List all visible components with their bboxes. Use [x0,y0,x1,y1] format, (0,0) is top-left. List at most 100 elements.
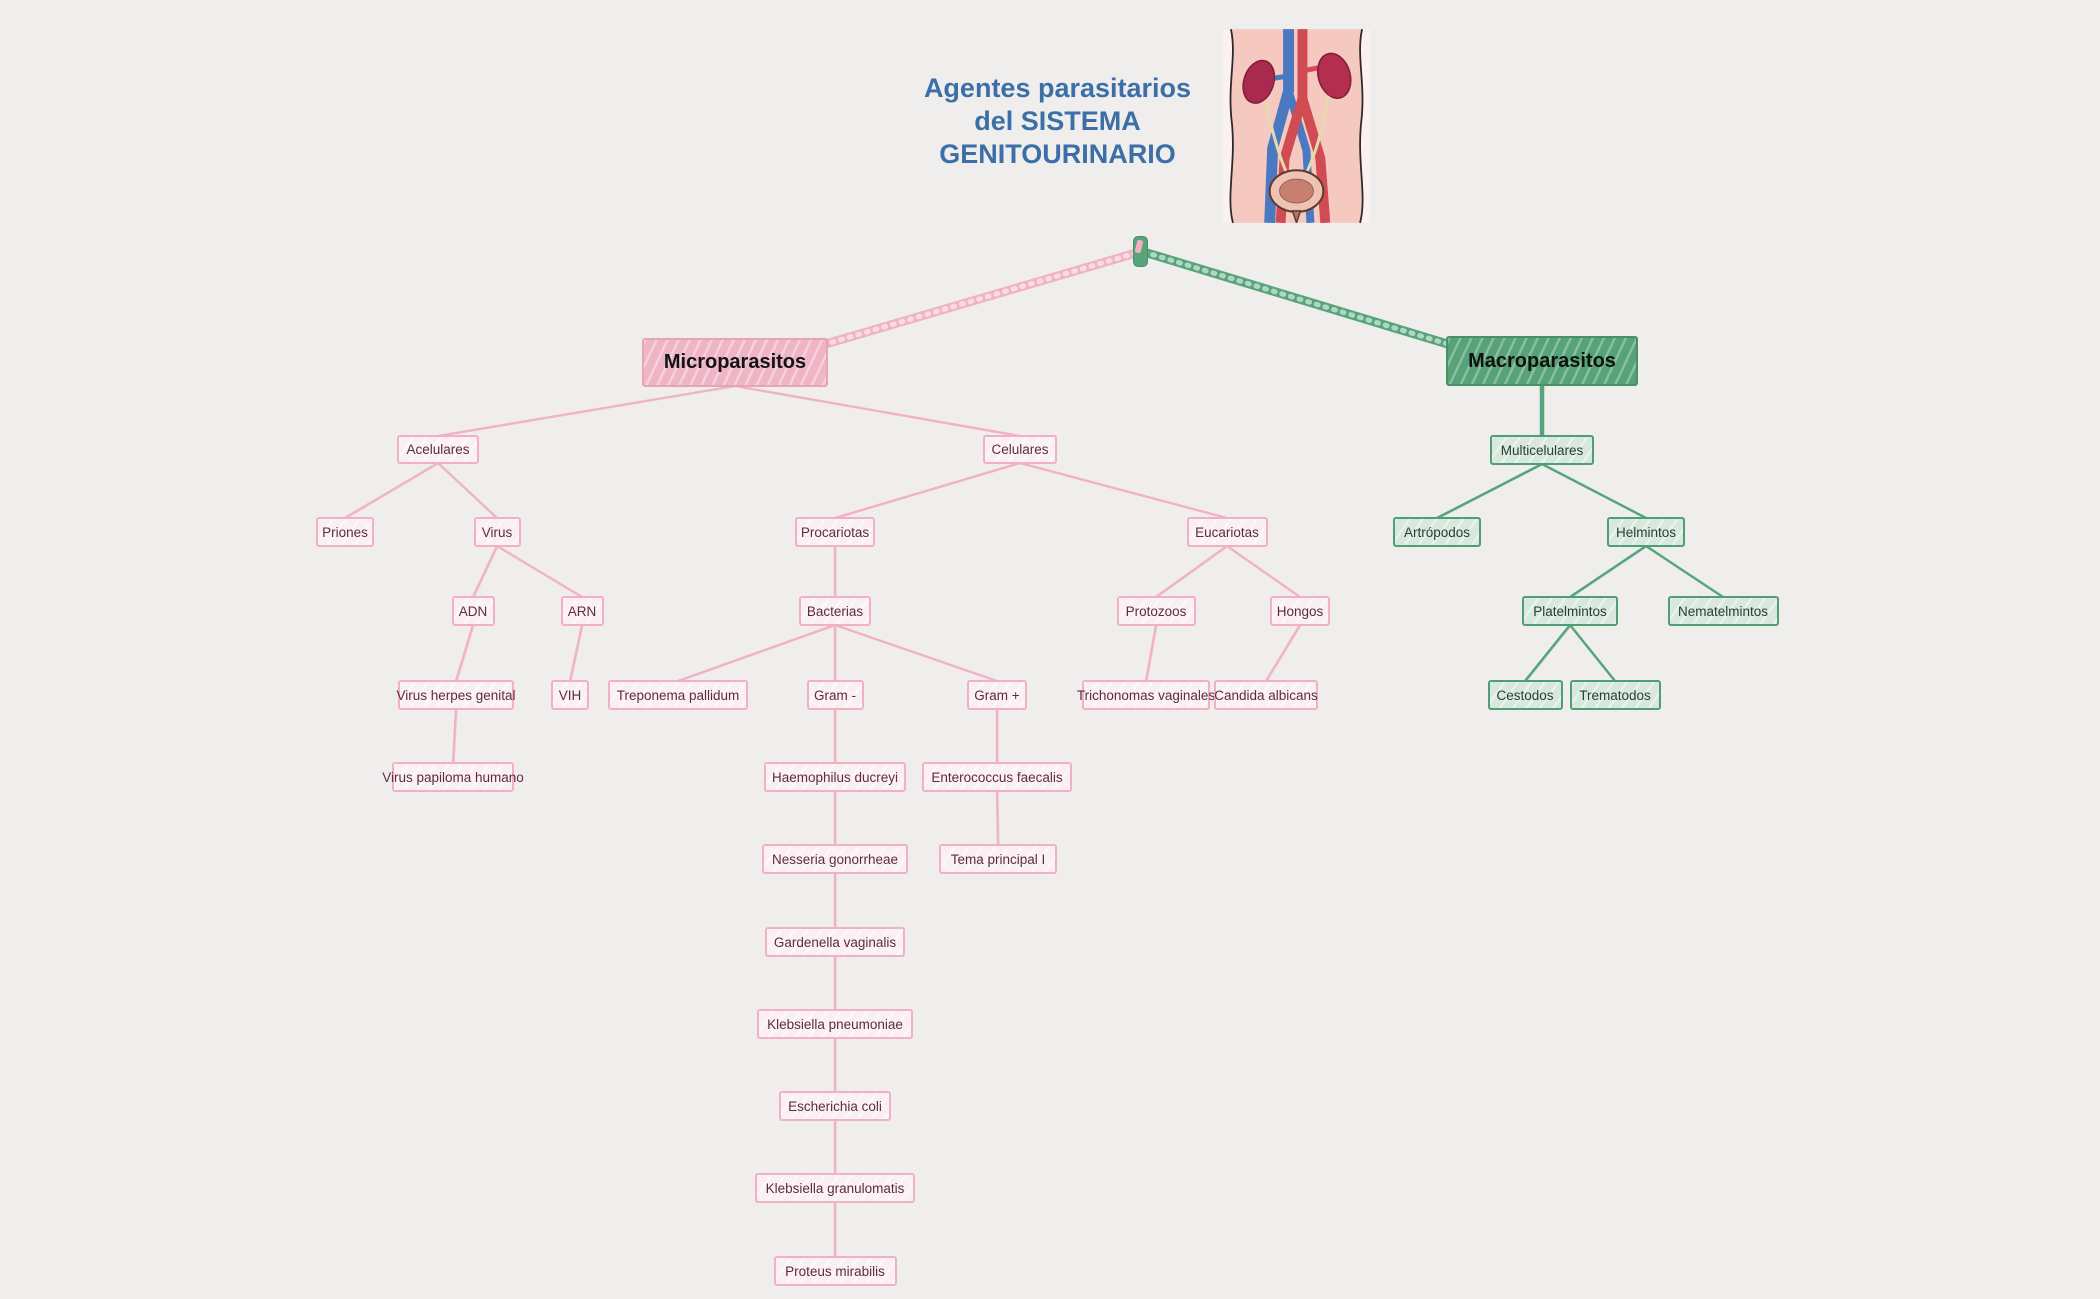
node-label: ADN [458,603,488,619]
node-multicelulares[interactable]: Multicelulares [1490,435,1594,465]
node-helmintos[interactable]: Helmintos [1607,517,1685,547]
edge-eucariotas-hongos [1225,544,1302,599]
edge-klebsiella-granulomatis-proteus-mirabilis [833,1200,837,1259]
node-enterococcus-faecalis[interactable]: Enterococcus faecalis [922,762,1072,792]
node-label: Tema principal I [950,851,1046,867]
node-label: Klebsiella pneumoniae [767,1016,903,1032]
node-haemophilus-ducreyi[interactable]: Haemophilus ducreyi [764,762,906,792]
node-platelmintos[interactable]: Platelmintos [1522,596,1618,626]
edge-multicelulares-artropodos [1435,462,1544,520]
map-title[interactable]: Agentes parasitarios del SISTEMA GENITOU… [923,73,1192,169]
node-acelulares[interactable]: Acelulares [397,435,479,464]
edge-haemophilus-ducreyi-nesseria-gonorrheae [833,789,837,847]
node-label: Gram + [974,687,1020,703]
node-klebsiella-pneumoniae[interactable]: Klebsiella pneumoniae [757,1009,913,1039]
node-procariotas[interactable]: Procariotas [795,517,875,547]
node-label: Macroparasitos [1468,349,1616,372]
node-virus-papiloma-humano[interactable]: Virus papiloma humano [382,762,524,792]
node-cestodos[interactable]: Cestodos [1487,680,1563,710]
root-connector-node[interactable] [1132,236,1148,267]
node-label: Microparasitos [663,351,807,373]
node-label: Enterococcus faecalis [931,769,1063,785]
node-gram-neg[interactable]: Gram - [806,680,864,710]
node-artropodos[interactable]: Artrópodos [1393,517,1481,547]
edge-nesseria-gonorrheae-gardenella-vaginalis [833,871,837,930]
edge-celulares-procariotas [833,461,1022,520]
node-label: Proteus mirabilis [785,1263,885,1279]
node-escherichia-coli[interactable]: Escherichia coli [779,1091,891,1121]
node-gram-pos[interactable]: Gram + [967,680,1027,710]
edge-procariotas-bacterias [833,544,837,599]
node-bacterias[interactable]: Bacterias [799,596,871,626]
node-gardenella-vaginalis[interactable]: Gardenella vaginalis [765,927,905,957]
node-tema-principal-i[interactable]: Tema principal I [939,844,1057,874]
node-nesseria-gonorrheae[interactable]: Nesseria gonorrheae [762,844,908,874]
node-label: Protozoos [1125,603,1187,619]
edge-protozoos-trichonomas-vaginales [1144,623,1158,683]
node-macroparasitos[interactable]: Macroparasitos [1446,336,1638,386]
edge-arn-vih [568,623,584,683]
edge-microparasitos-celulares [733,384,1022,438]
node-label: Acelulares [406,442,470,457]
node-label: Helmintos [1615,524,1677,540]
node-virus-herpes-genital[interactable]: Virus herpes genital [396,680,516,710]
node-arn[interactable]: ARN [560,596,604,626]
node-label: Eucariotas [1195,524,1259,540]
node-microparasitos[interactable]: Microparasitos [642,338,828,387]
edge-virus-arn [495,544,584,599]
node-label: Klebsiella granulomatis [765,1180,905,1196]
node-label: Virus papiloma humano [382,769,524,785]
node-label: VIH [558,687,582,703]
edge-adn-virus-herpes-genital [454,623,475,683]
node-label: ARN [567,603,597,619]
node-vih[interactable]: VIH [551,680,589,710]
edge-gram-pos-enterococcus-faecalis [995,707,999,765]
edge-macroparasitos-multicelulares [1539,382,1545,439]
node-label: Virus [481,524,513,540]
edge-acelulares-priones [343,461,440,520]
node-trematodos[interactable]: Trematodos [1569,680,1661,710]
node-label: Treponema pallidum [616,687,740,703]
node-treponema-pallidum[interactable]: Treponema pallidum [608,680,748,710]
node-virus[interactable]: Virus [473,517,521,547]
node-adn[interactable]: ADN [451,596,495,626]
node-hongos[interactable]: Hongos [1270,596,1330,626]
node-candida-albicans[interactable]: Candida albicans [1214,680,1318,710]
edge-celulares-eucariotas [1018,461,1229,520]
edge-acelulares-virus [436,461,499,520]
node-label: Gardenella vaginalis [773,934,897,950]
node-label: Priones [322,524,368,540]
edge-virus-herpes-genital-virus-papiloma-humano [451,707,458,765]
edge-escherichia-coli-klebsiella-granulomatis [833,1118,837,1176]
edge-bacterias-gram-pos [833,623,999,683]
node-label: Artrópodos [1403,524,1471,540]
node-klebsiella-granulomatis[interactable]: Klebsiella granulomatis [755,1173,915,1203]
edge-root-connector-microparasitos [807,248,1141,353]
edge-enterococcus-faecalis-tema-principal-i [995,789,1000,847]
edge-root-connector-macroparasitos [1139,247,1469,354]
node-nematelmintos[interactable]: Nematelmintos [1667,596,1779,626]
node-trichonomas-vaginales[interactable]: Trichonomas vaginales [1077,680,1215,710]
node-label: Nesseria gonorrheae [771,851,899,867]
edge-bacterias-gram-neg [833,623,837,683]
node-protozoos[interactable]: Protozoos [1116,596,1196,626]
node-proteus-mirabilis[interactable]: Proteus mirabilis [773,1256,897,1286]
node-celulares[interactable]: Celulares [983,435,1057,464]
edge-platelmintos-trematodos [1568,623,1617,683]
node-label: Multicelulares [1500,442,1584,458]
node-label: Haemophilus ducreyi [771,769,899,785]
edge-gram-neg-haemophilus-ducreyi [833,707,837,765]
node-label: Cestodos [1496,687,1554,703]
edge-virus-adn [471,544,499,599]
genitourinary-illustration [1223,28,1370,226]
root-topic-image[interactable] [1223,28,1370,226]
node-priones[interactable]: Priones [316,517,374,547]
node-eucariotas[interactable]: Eucariotas [1186,517,1268,547]
edge-multicelulares-helmintos [1540,462,1648,520]
node-label: Gram - [814,687,856,703]
node-label: Bacterias [806,603,864,619]
node-label: Hongos [1276,603,1324,619]
edge-helmintos-platelmintos [1568,544,1648,599]
node-label: Celulares [991,442,1049,457]
